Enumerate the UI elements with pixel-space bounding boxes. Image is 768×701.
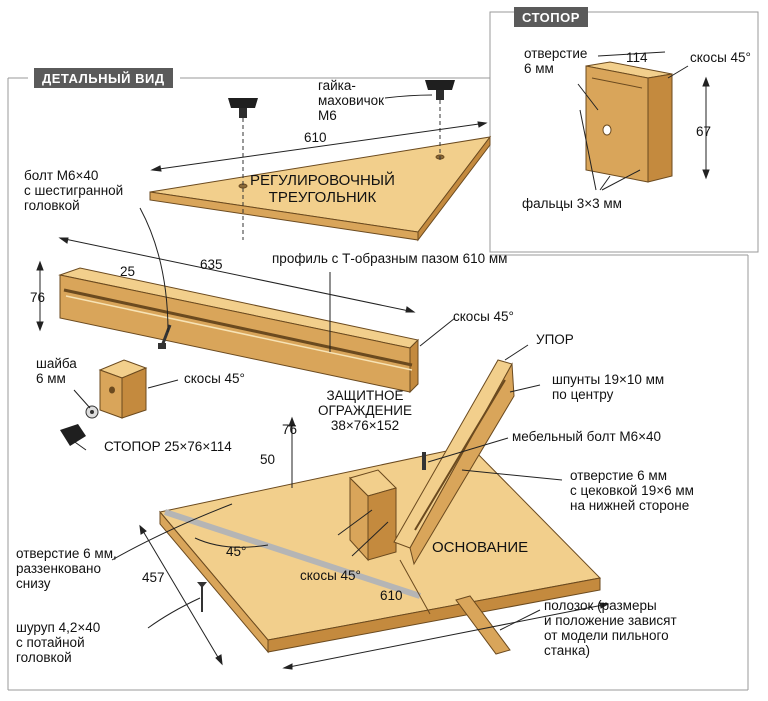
dim-610-base: [282, 602, 610, 670]
label-screw: шуруп 4,2×40 с потайной головкой: [16, 620, 101, 665]
inset-dims: [577, 51, 710, 191]
washer: [85, 405, 99, 419]
label-dim-76-mid: 76: [282, 422, 298, 437]
dim-76-mid: [288, 416, 296, 488]
label-hex-bolt: болт М6×40 с шестигранной головкой: [24, 168, 124, 213]
wood-screw: [197, 582, 207, 612]
stop-knob: [60, 424, 86, 446]
label-furniture-bolt: мебельный болт М6×40: [512, 429, 662, 444]
adjustment-triangle: [149, 135, 492, 242]
label-profile: профиль с Т-образным пазом 610 мм: [272, 251, 508, 266]
label-triangle: РЕГУЛИРОВОЧНЫЙ ТРЕУГОЛЬНИК: [250, 172, 395, 206]
dim-610-top: [150, 121, 488, 172]
label-hole-csink: отверстие 6 мм, раззенковано снизу: [16, 546, 117, 591]
leader-lines: [71, 94, 563, 631]
guard-block: [349, 469, 397, 562]
inset-label-dim-67: 67: [696, 124, 712, 139]
inset-label-dim-114: 114: [626, 50, 648, 65]
dim-635: [58, 237, 416, 313]
label-bevel-stop: скосы 45°: [184, 371, 245, 386]
tag-stopper: СТОПОР: [514, 7, 588, 27]
stopper-block: [98, 359, 148, 419]
t-slot-rail: [58, 267, 420, 394]
label-hole-cbore: отверстие 6 мм с цековкой 19×6 мм на ниж…: [570, 468, 694, 513]
label-runner: полозок (размеры и положение зависят от …: [544, 598, 677, 658]
inset-label-rabbets: фальцы 3×3 мм: [522, 196, 622, 211]
knob-right: [425, 80, 455, 160]
label-dim-457: 457: [142, 570, 165, 585]
label-angle-45: 45°: [226, 544, 247, 559]
label-dim-25: 25: [120, 264, 136, 279]
label-fence: УПОР: [536, 332, 574, 347]
dim-76-left: [36, 260, 44, 332]
inset-stopper: [585, 61, 673, 183]
label-stop-size: СТОПОР 25×76×114: [104, 439, 232, 454]
label-dim-610-base: 610: [380, 588, 403, 603]
label-dim-635: 635: [200, 257, 223, 272]
label-dim-50: 50: [260, 452, 276, 467]
label-bevel-rail: скосы 45°: [453, 309, 514, 324]
label-washer: шайба 6 мм: [36, 356, 77, 386]
label-guard: ЗАЩИТНОЕ ОГРАЖДЕНИЕ 38×76×152: [318, 388, 412, 433]
label-splines: шпунты 19×10 мм по центру: [552, 372, 665, 402]
label-dim-76-left: 76: [30, 290, 46, 305]
inset-label-bevels: скосы 45°: [690, 50, 751, 65]
label-knob: гайка- маховичок М6: [318, 78, 385, 123]
inset-label-hole: отверстие 6 мм: [524, 46, 588, 76]
detail-frame: [7, 77, 749, 691]
label-bevels-base: скосы 45°: [300, 568, 361, 583]
tag-detailed-view: ДЕТАЛЬНЫЙ ВИД: [34, 68, 173, 88]
label-base: ОСНОВАНИЕ: [432, 539, 529, 556]
knob-left: [228, 98, 258, 240]
label-dim-610-top: 610: [304, 130, 327, 145]
angle-45-arc: [194, 537, 269, 548]
hex-bolt: [158, 324, 172, 349]
runner: [455, 595, 511, 655]
dim-457: [139, 524, 223, 666]
